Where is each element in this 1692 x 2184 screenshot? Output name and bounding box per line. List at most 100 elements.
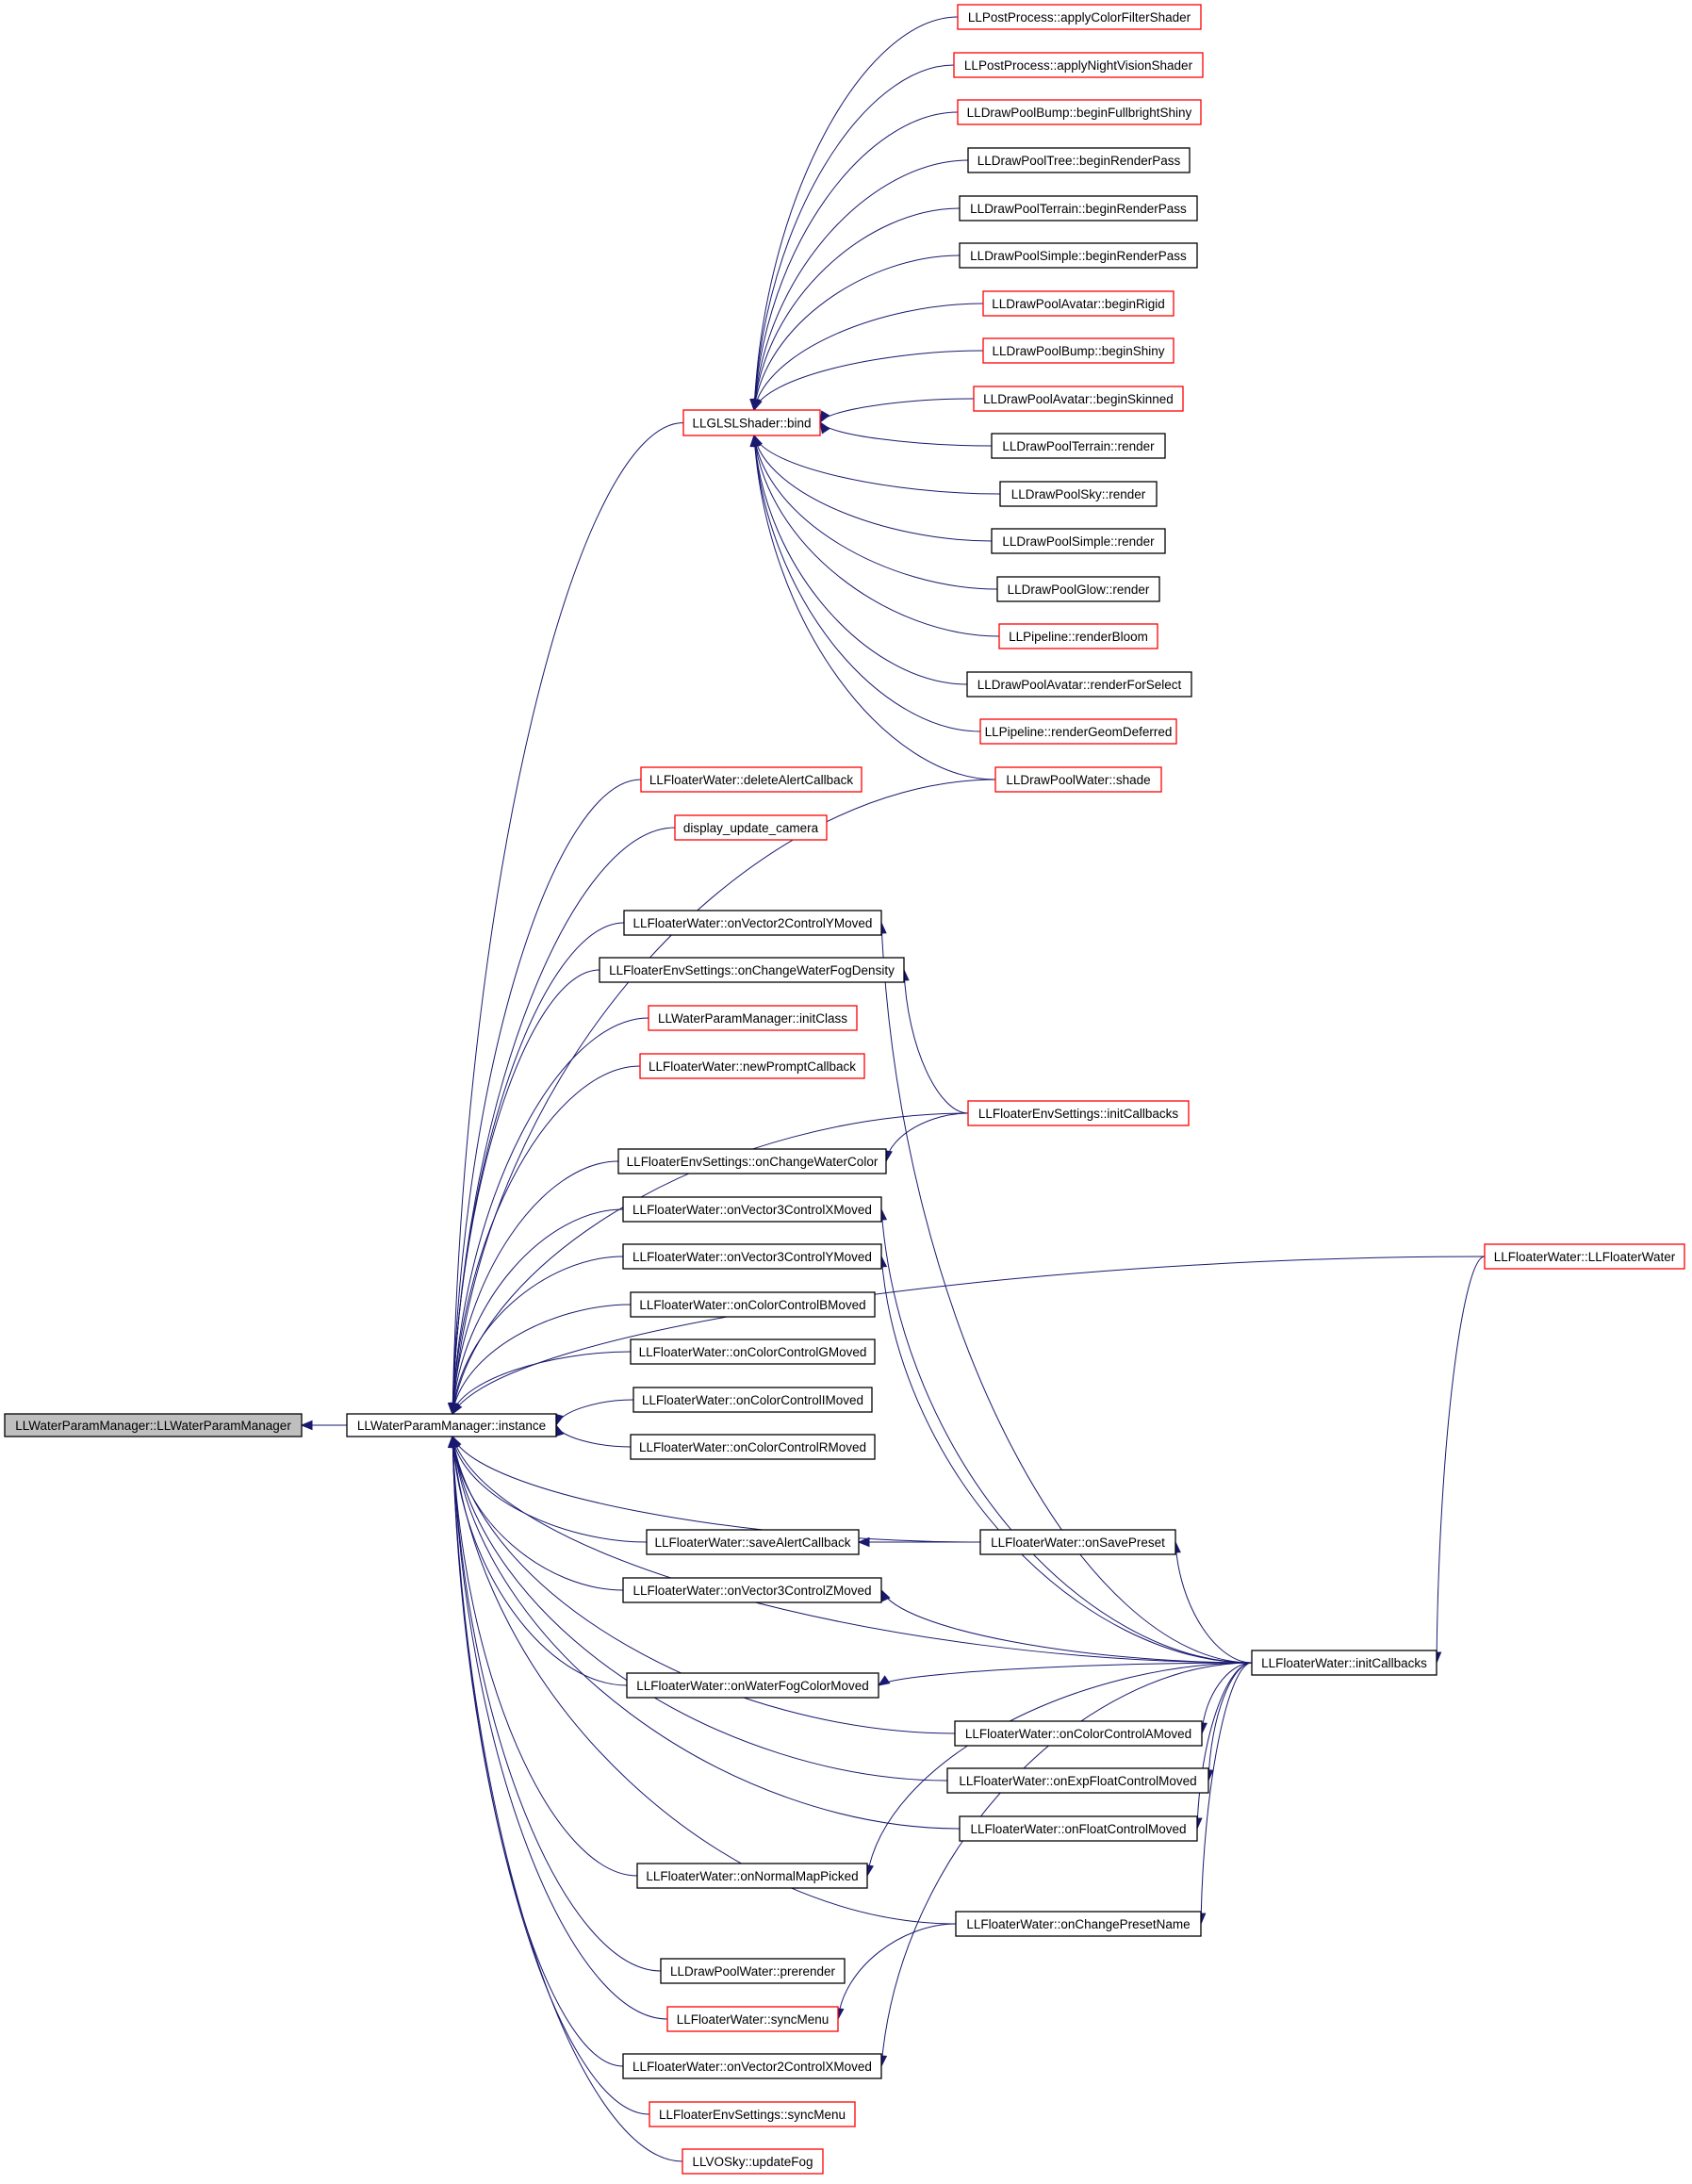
edge-arrowhead: [452, 1402, 463, 1416]
node-label: LLPipeline::renderGeomDeferred: [985, 725, 1173, 739]
edge-arrowhead: [857, 1536, 870, 1548]
graph-node-fw-chpreset[interactable]: LLFloaterWater::onChangePresetName: [955, 1911, 1202, 1937]
node-label: LLWaterParamManager::initClass: [658, 1011, 847, 1026]
node-box: [682, 2148, 824, 2175]
graph-node-simple-brp[interactable]: LLDrawPoolSimple::beginRenderPass: [959, 242, 1198, 269]
node-box: [982, 337, 1175, 364]
graph-node-water-shade[interactable]: LLDrawPoolWater::shade: [994, 766, 1162, 793]
graph-node-pp-night[interactable]: LLPostProcess::applyNightVisionShader: [953, 52, 1204, 78]
edge-arrowhead: [819, 410, 830, 424]
graph-node-fw-cg[interactable]: LLFloaterWater::onColorControlGMoved: [630, 1338, 876, 1365]
edge-arrowhead: [819, 420, 830, 435]
call-edge: [452, 1436, 624, 2067]
graph-node-fw-ci[interactable]: LLFloaterWater::onColorControlIMoved: [632, 1387, 873, 1413]
graph-node-fw-sync[interactable]: LLFloaterWater::syncMenu: [666, 2006, 839, 2032]
graph-node-fw-ca[interactable]: LLFloaterWater::onColorControlAMoved: [954, 1720, 1203, 1747]
node-box: [649, 2101, 856, 2127]
node-box: [622, 1196, 882, 1223]
node-box: [946, 1767, 1209, 1794]
node-box: [640, 766, 862, 793]
graph-node-disp-cam[interactable]: display_update_camera: [674, 814, 828, 841]
call-edge: [878, 1662, 1253, 1686]
node-label: LLFloaterWater::newPromptCallback: [649, 1059, 856, 1074]
graph-node-fw-delete[interactable]: LLFloaterWater::deleteAlertCallback: [640, 766, 862, 793]
node-box: [4, 1413, 303, 1437]
node-label: LLDrawPoolGlow::render: [1008, 583, 1150, 597]
call-edge: [753, 111, 959, 411]
graph-node-fw-v2x[interactable]: LLFloaterWater::onVector2ControlXMoved: [622, 2053, 882, 2079]
call-edge: [819, 398, 975, 423]
call-edge: [903, 969, 969, 1114]
graph-node-fw-float[interactable]: LLFloaterWater::onFloatControlMoved: [959, 1815, 1198, 1842]
graph-node-bump-fb[interactable]: LLDrawPoolBump::beginFullbrightShiny: [957, 99, 1202, 125]
node-box: [991, 433, 1166, 459]
graph-node-fw-normal[interactable]: LLFloaterWater::onNormalMapPicked: [636, 1863, 868, 1889]
call-edge: [452, 1436, 981, 1543]
call-edge: [819, 421, 993, 447]
graph-node-avatar-rigid[interactable]: LLDrawPoolAvatar::beginRigid: [982, 290, 1175, 317]
graph-node-glow-render[interactable]: LLDrawPoolGlow::render: [996, 576, 1160, 602]
node-box: [994, 766, 1162, 793]
graph-node-fw-v3y[interactable]: LLFloaterWater::onVector3ControlYMoved: [622, 1243, 882, 1270]
graph-node-fes-initcb[interactable]: LLFloaterEnvSettings::initCallbacks: [967, 1100, 1190, 1126]
node-label: LLFloaterWater::onExpFloatControlMoved: [959, 1774, 1196, 1788]
node-label: LLFloaterEnvSettings::initCallbacks: [978, 1107, 1179, 1121]
node-box: [674, 814, 828, 841]
graph-node-fes-fog[interactable]: LLFloaterEnvSettings::onChangeWaterFogDe…: [599, 957, 905, 983]
graph-node-bind[interactable]: LLGLSLShader::bind: [682, 409, 821, 436]
graph-node-pipe-bloom[interactable]: LLPipeline::renderBloom: [998, 623, 1158, 649]
node-box: [1251, 1650, 1437, 1676]
graph-node-fw-v3z[interactable]: LLFloaterWater::onVector3ControlZMoved: [622, 1577, 882, 1603]
edge-arrowhead: [749, 434, 760, 447]
call-edge: [452, 1436, 638, 1877]
call-edge: [452, 1436, 662, 1972]
graph-node-fw-v3x[interactable]: LLFloaterWater::onVector3ControlXMoved: [622, 1196, 882, 1223]
graph-node-fw-newprompt[interactable]: LLFloaterWater::newPromptCallback: [639, 1053, 865, 1079]
node-label: LLDrawPoolAvatar::beginRigid: [992, 297, 1165, 311]
graph-node-fw-v2y[interactable]: LLFloaterWater::onVector2ControlYMoved: [623, 910, 882, 936]
node-box: [979, 718, 1177, 745]
call-edge: [753, 255, 961, 411]
graph-node-pipe-geom[interactable]: LLPipeline::renderGeomDeferred: [979, 718, 1177, 745]
graph-node-bump-shiny[interactable]: LLDrawPoolBump::beginShiny: [982, 337, 1175, 364]
node-box: [991, 528, 1166, 554]
call-edge: [880, 1208, 1253, 1664]
graph-node-fw-ctor[interactable]: LLFloaterWater::LLFloaterWater: [1484, 1243, 1685, 1270]
node-label: LLDrawPoolBump::beginShiny: [992, 344, 1164, 358]
graph-node-fw-expfloat[interactable]: LLFloaterWater::onExpFloatControlMoved: [946, 1767, 1209, 1794]
graph-node-simple-render[interactable]: LLDrawPoolSimple::render: [991, 528, 1166, 554]
node-label: LLFloaterWater::onColorControlAMoved: [965, 1727, 1191, 1741]
graph-node-fw-save[interactable]: LLFloaterWater::saveAlertCallback: [646, 1529, 860, 1555]
graph-node-fw-cb[interactable]: LLFloaterWater::onColorControlBMoved: [630, 1291, 876, 1318]
call-edge: [452, 1256, 1486, 1415]
call-edge: [452, 779, 642, 1415]
call-edge: [452, 1256, 624, 1415]
graph-node-fw-initcb[interactable]: LLFloaterWater::initCallbacks: [1251, 1650, 1437, 1676]
graph-node-water-prerender[interactable]: LLDrawPoolWater::prerender: [660, 1958, 846, 1984]
graph-node-sky-render[interactable]: LLDrawPoolSky::render: [999, 481, 1158, 507]
graph-node-root: LLWaterParamManager::LLWaterParamManager: [4, 1413, 303, 1437]
graph-node-terrain-brp[interactable]: LLDrawPoolTerrain::beginRenderPass: [959, 195, 1198, 222]
graph-node-fw-fogcolor[interactable]: LLFloaterWater::onWaterFogColorMoved: [626, 1672, 879, 1699]
node-label: LLDrawPoolSimple::beginRenderPass: [970, 249, 1187, 263]
graph-node-avatar-rfs[interactable]: LLDrawPoolAvatar::renderForSelect: [966, 671, 1192, 698]
node-label: LLFloaterWater::initCallbacks: [1261, 1656, 1427, 1670]
node-box: [622, 2053, 882, 2079]
graph-node-pp-color[interactable]: LLPostProcess::applyColorFilterShader: [957, 4, 1202, 30]
graph-node-fw-cr[interactable]: LLFloaterWater::onColorControlRMoved: [630, 1434, 876, 1460]
edge-arrowhead: [877, 1675, 891, 1686]
node-label: LLPostProcess::applyNightVisionShader: [964, 58, 1193, 73]
graph-node-fes-sync[interactable]: LLFloaterEnvSettings::syncMenu: [649, 2101, 856, 2127]
graph-node-instance[interactable]: LLWaterParamManager::instance: [346, 1413, 557, 1437]
graph-node-fw-onsave[interactable]: LLFloaterWater::onSavePreset: [979, 1529, 1176, 1555]
node-label: LLFloaterWater::onChangePresetName: [966, 1917, 1190, 1931]
node-box: [957, 4, 1202, 30]
graph-node-wpm-init[interactable]: LLWaterParamManager::initClass: [648, 1005, 858, 1031]
call-edge: [1200, 1662, 1253, 1925]
graph-node-avatar-skinned[interactable]: LLDrawPoolAvatar::beginSkinned: [973, 386, 1184, 412]
graph-node-vosky-fog[interactable]: LLVOSky::updateFog: [682, 2148, 824, 2175]
graph-node-fes-color[interactable]: LLFloaterEnvSettings::onChangeWaterColor: [617, 1148, 887, 1174]
graph-node-terrain-render[interactable]: LLDrawPoolTerrain::render: [991, 433, 1166, 459]
graph-node-tree-brp[interactable]: LLDrawPoolTree::beginRenderPass: [967, 147, 1191, 173]
